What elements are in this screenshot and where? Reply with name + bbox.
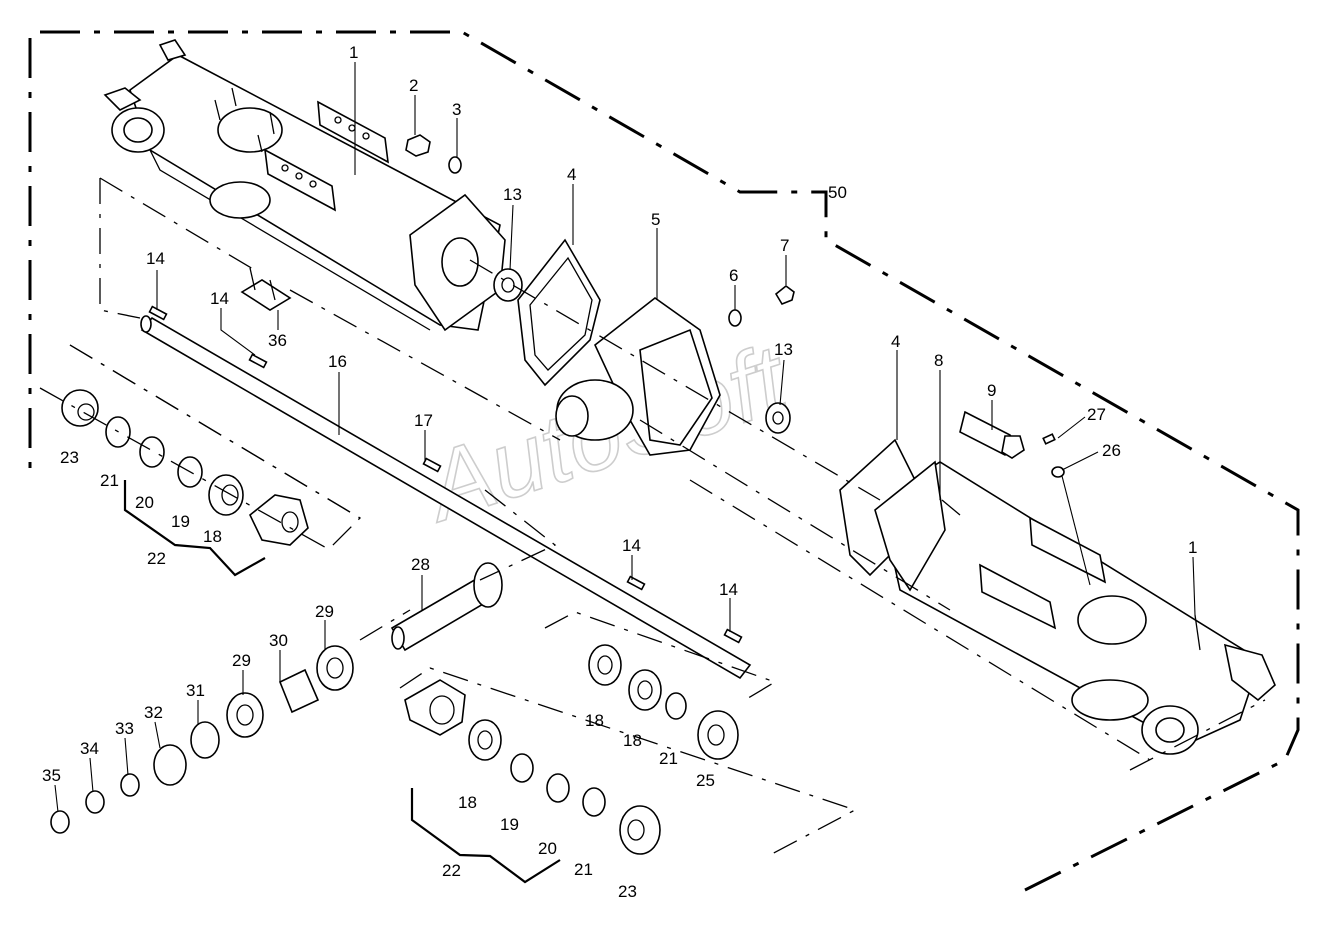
callout-c27: 27: [1087, 405, 1106, 424]
callout-c36: 36: [268, 331, 287, 350]
callout-c29b: 29: [232, 651, 251, 670]
callout-c8: 8: [934, 351, 943, 370]
callout-c14d: 14: [719, 580, 738, 599]
callout-c14b: 14: [210, 289, 229, 308]
right-bearing-set: [588, 644, 739, 760]
callout-c35: 35: [42, 766, 61, 785]
alignment-lines: [39, 177, 1266, 856]
lower-bearing-set: [404, 679, 661, 855]
callout-c2: 2: [409, 76, 418, 95]
callout-c6: 6: [729, 266, 738, 285]
callout-c16: 16: [328, 352, 347, 371]
callout-c30: 30: [269, 631, 288, 650]
callout-c19b: 19: [500, 815, 519, 834]
callout-c21c: 21: [574, 860, 593, 879]
callout-c3: 3: [452, 100, 461, 119]
upper-beam-housing: [103, 39, 506, 332]
callout-c18c: 18: [623, 731, 642, 750]
callout-c20a: 20: [135, 493, 154, 512]
leader-lines: [54, 62, 1196, 813]
fasteners: [405, 134, 1065, 516]
callout-c26: 26: [1102, 441, 1121, 460]
callout-c1b: 1: [1188, 538, 1197, 557]
callout-c14c: 14: [622, 536, 641, 555]
callout-c20b: 20: [538, 839, 557, 858]
callout-c9: 9: [987, 381, 996, 400]
lower-beam-housing: [839, 438, 1276, 755]
callout-c31: 31: [186, 681, 205, 700]
callout-c21a: 21: [100, 471, 119, 490]
callout-c23a: 23: [60, 448, 79, 467]
callout-c18a: 18: [203, 527, 222, 546]
callout-c14a: 14: [146, 249, 165, 268]
callout-c33: 33: [115, 719, 134, 738]
callout-c19a: 19: [171, 512, 190, 531]
callout-c21b: 21: [659, 749, 678, 768]
group-brackets: [123, 480, 561, 884]
callout-c23b: 23: [618, 882, 637, 901]
callout-c22b: 22: [442, 861, 461, 880]
callout-c25: 25: [696, 771, 715, 790]
assembly-boundary: [28, 30, 1300, 892]
callout-c22a: 22: [147, 549, 166, 568]
callout-c50: 50: [828, 183, 847, 202]
input-shaft-set: [50, 562, 503, 834]
callout-c1a: 1: [349, 43, 358, 62]
callout-c18b: 18: [585, 711, 604, 730]
callout-c18d: 18: [458, 793, 477, 812]
callout-c7: 7: [780, 236, 789, 255]
long-shaft: [140, 315, 752, 680]
callout-c5: 5: [651, 210, 660, 229]
callout-c29a: 29: [315, 602, 334, 621]
callout-labels: 1 2 3 50 13 4 5 7 6 14 14 36 16 13 4 8 9…: [42, 43, 1197, 901]
callout-c17: 17: [414, 411, 433, 430]
callout-c32: 32: [144, 703, 163, 722]
callout-c4b: 4: [891, 332, 900, 351]
callout-c13a: 13: [503, 185, 522, 204]
stud-bracket: [240, 267, 292, 311]
callout-c13b: 13: [774, 340, 793, 359]
callout-c34: 34: [80, 739, 99, 758]
callout-c28: 28: [411, 555, 430, 574]
callout-c4a: 4: [567, 165, 576, 184]
